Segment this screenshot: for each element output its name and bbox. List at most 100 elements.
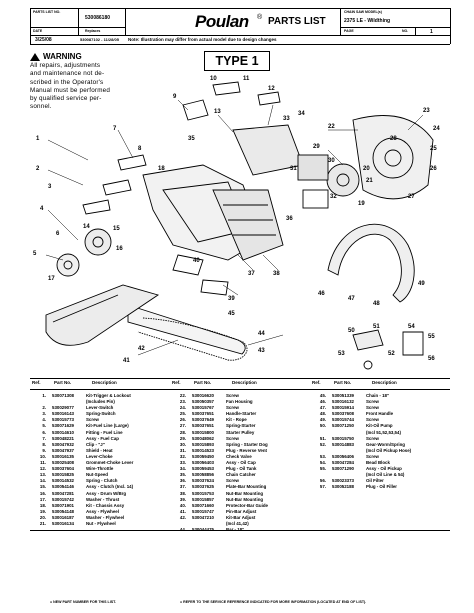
part-description: Assy - Fuel Cap [86, 435, 119, 441]
part-description: Nut-Bar Mounting [226, 496, 264, 502]
model-label: CHAIN SAW MODEL(s) [344, 10, 382, 14]
callout: 15 [113, 226, 120, 232]
illustration-note: Note: Illustration may differ from actua… [128, 37, 277, 42]
part-number: 530016135 [52, 453, 74, 459]
callout: 47 [348, 296, 355, 302]
part-description: Assy - Clutch (Incl. 14) [86, 484, 134, 490]
table-row: 7. 530048221 Assy - Fuel Cap [30, 436, 133, 442]
carburetor [297, 154, 329, 181]
part-number: 530016134 [52, 520, 74, 526]
part-number: 530037604 [52, 466, 74, 472]
model: 2375 LE - Wildthing [344, 18, 391, 24]
callout: 52 [388, 351, 395, 357]
callout: 25 [430, 146, 437, 152]
part-description: Spring-Starter [226, 423, 256, 429]
flywheel [326, 163, 360, 197]
part-number: 530047937 [52, 447, 74, 453]
part-description: Kit-Oil Pump [366, 423, 393, 429]
ref-number: 38. [179, 490, 186, 496]
ref-number: 3. [42, 411, 46, 417]
part-description: Washer - Flywheel [86, 514, 125, 520]
part-number: 530029077 [52, 405, 74, 411]
callout: 10 [210, 76, 217, 82]
part-description: Plug - Reverse Vent [226, 447, 267, 453]
col-header-description: Description [92, 380, 117, 385]
col-header-description: Description [372, 380, 397, 385]
ref-number: 57. [319, 484, 326, 490]
warning-line: scribed in the Operator's [30, 78, 104, 86]
ref-number: 13. [39, 472, 46, 478]
table-row: (Includes Pin) [30, 399, 133, 405]
part-number: 530037624 [192, 478, 214, 484]
part-description: Front Handle [366, 411, 394, 417]
callout: 53 [338, 351, 345, 357]
callout: 20 [363, 166, 370, 172]
callout: 26 [430, 166, 437, 172]
ref-number: 23. [179, 399, 186, 405]
fan-housing [352, 115, 434, 200]
part-number: 530037649 [192, 417, 214, 423]
callout: 5 [33, 251, 37, 257]
footer-note-service-ref: = REFER TO THE SERVICE REFERENCE INDICAT… [180, 600, 367, 604]
part-number: 530048062 [192, 435, 214, 441]
part-description: Kit - Chassis Assy [86, 502, 125, 508]
ref-number: 41. [179, 508, 186, 514]
part-number: 530037651 [192, 411, 214, 417]
ref-number: 20. [39, 514, 46, 520]
ref-number: 56. [319, 478, 326, 484]
warning-line: sonnel. [30, 103, 52, 111]
part-number: 530071901 [52, 502, 74, 508]
part-description: Screw [226, 393, 239, 398]
ref-number: 44. [179, 527, 186, 533]
ref-number: 35. [179, 472, 186, 478]
callout: 9 [173, 94, 177, 100]
replaces: 530087102 - 11/28/05 [80, 37, 119, 42]
part-number: 530016187 [52, 514, 74, 520]
callout: 2 [36, 166, 40, 172]
callout: 16 [116, 246, 123, 252]
header: PARTS LIST NO. 530086180 DATE Replaces 3… [30, 8, 451, 48]
callout: 21 [366, 178, 373, 184]
ref-number: 49. [319, 417, 326, 423]
part-number: 530056406 [332, 453, 354, 459]
part-description: Assy - Drum W/Brg [86, 490, 127, 496]
part-number: 530014883 [332, 441, 354, 447]
part-number: 530054146 [52, 484, 74, 490]
callout: 14 [83, 224, 90, 230]
ref-number: 7. [42, 435, 46, 441]
ref-number: 2. [42, 405, 46, 411]
callout: 4 [40, 206, 44, 212]
callout: 37 [248, 271, 255, 277]
col-header-ref: Ref. [32, 380, 41, 385]
engine-block [212, 189, 284, 261]
callout: 51 [373, 324, 380, 330]
table-row: 20. 530016187 Washer - Flywheel [30, 515, 133, 521]
part-description: Nut-Speed [86, 472, 108, 478]
part-description: Assy - Flywheel [86, 508, 119, 514]
part-number: 530052188 [332, 484, 354, 490]
date: 3/25/08 [35, 37, 52, 43]
part-number: 530048221 [52, 435, 74, 441]
callout: 19 [358, 201, 365, 207]
replaces-label: Replaces [85, 29, 101, 33]
part-description: Handle-Starter [226, 411, 257, 417]
part-number: 530037608 [332, 411, 354, 417]
